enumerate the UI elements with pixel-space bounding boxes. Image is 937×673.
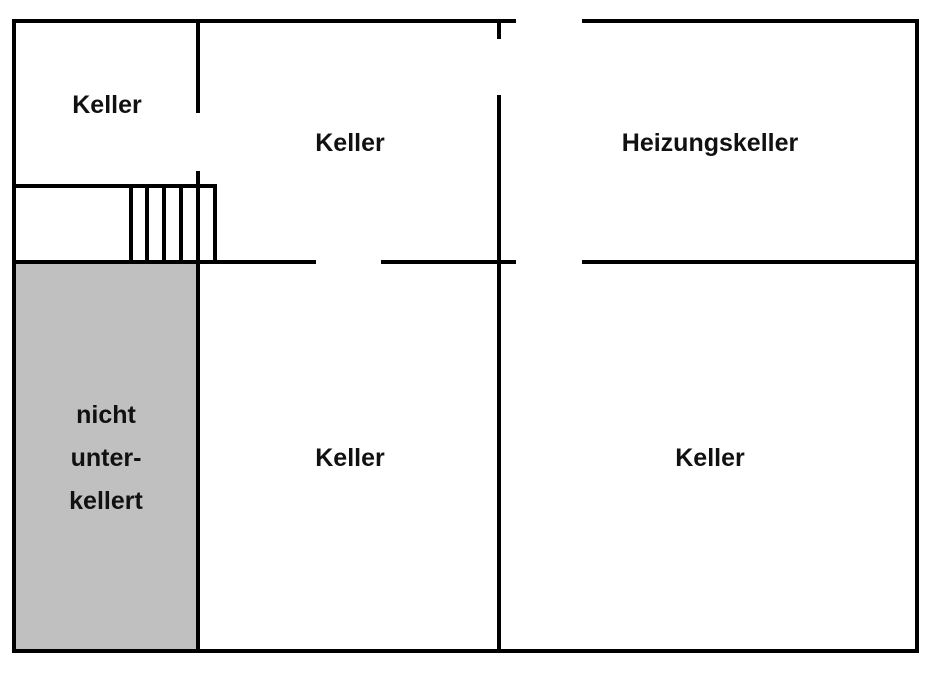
room-label-boiler-room: Heizungskeller <box>622 129 799 157</box>
room-label-top-middle: Keller <box>315 129 385 157</box>
room-label-unexcavated-1: nicht <box>76 401 136 429</box>
room-label-bottom-middle: Keller <box>315 444 385 472</box>
room-label-top-left: Keller <box>72 91 142 119</box>
room-label-bottom-right: Keller <box>675 444 745 472</box>
staircase <box>129 184 217 264</box>
room-label-unexcavated-3: kellert <box>69 487 143 515</box>
room-label-unexcavated-2: unter- <box>71 444 142 472</box>
unexcavated-area <box>15 262 198 651</box>
